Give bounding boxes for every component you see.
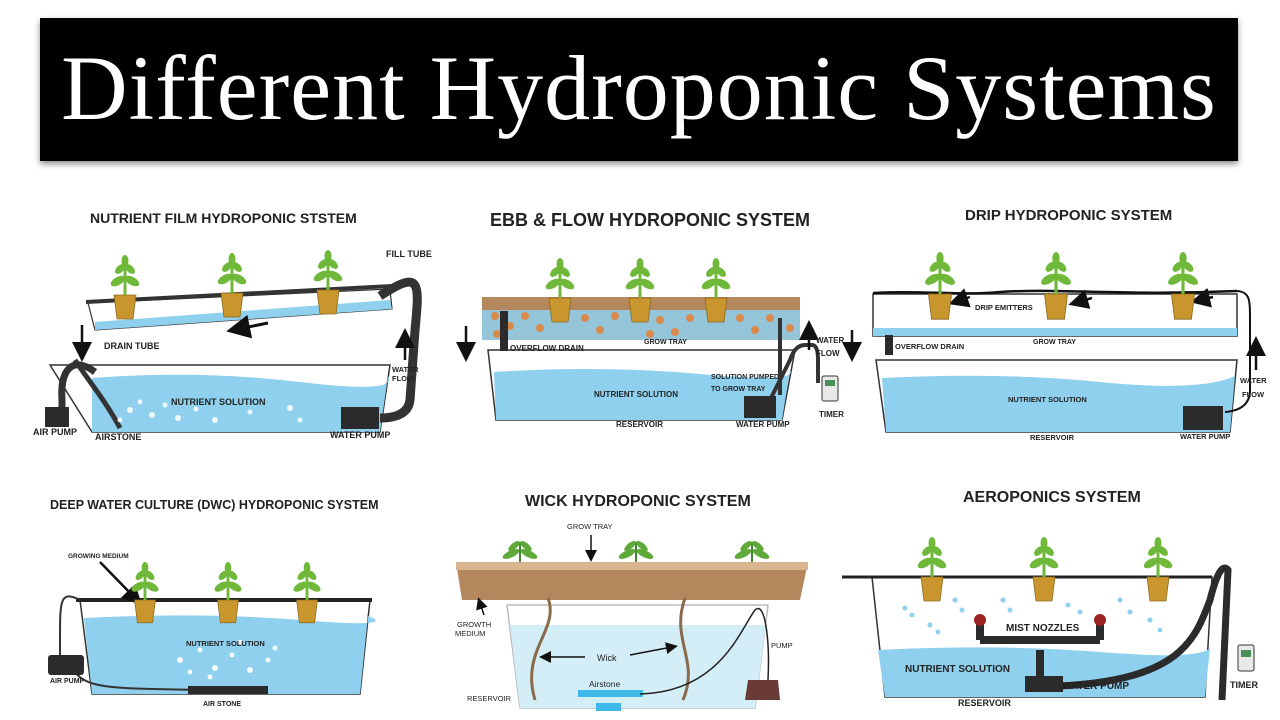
- wick-label-growth-medium-2: MEDIUM: [455, 629, 485, 638]
- plant-icon: [1168, 252, 1198, 320]
- ebb-title: EBB & FLOW HYDROPONIC SYSTEM: [490, 210, 811, 230]
- drip-label-grow-tray: GROW TRAY: [1033, 339, 1076, 346]
- drip-label-water-flow-1: WATER: [1240, 376, 1267, 385]
- ebb-diagram: [456, 297, 862, 421]
- wick-label-growth-medium-1: GROWTH: [457, 620, 491, 629]
- dwc-label-air-stone: AIR STONE: [203, 701, 241, 708]
- drip-label-reservoir: RESERVOIR: [1030, 433, 1075, 442]
- nft-label-nutrient-solution: NUTRIENT SOLUTION: [171, 397, 266, 407]
- title-banner: Different Hydroponic Systems: [40, 18, 1238, 161]
- wick-label-wick: Wick: [597, 653, 617, 663]
- plants-layer: [110, 250, 1198, 624]
- plant-icon: [214, 562, 242, 624]
- aero-label-nutrient-solution: NUTRIENT SOLUTION: [905, 664, 1010, 675]
- plant-icon: [701, 258, 731, 323]
- plant-icon: [625, 258, 655, 323]
- drip-title: DRIP HYDROPONIC SYSTEM: [965, 207, 1173, 224]
- ebb-label-overflow-drain: OVERFLOW DRAIN: [510, 344, 584, 353]
- nft-title: NUTRIENT FILM HYDROPONIC STSTEM: [90, 210, 357, 226]
- ebb-label-nutrient-solution: NUTRIENT SOLUTION: [594, 390, 678, 399]
- aero-diagram: [842, 564, 1255, 701]
- ebb-label-grow-tray: GROW TRAY: [644, 339, 687, 346]
- nft-label-water-pump: WATER PUMP: [330, 430, 390, 440]
- plant-icon: [1143, 537, 1173, 602]
- plant-icon: [734, 540, 770, 562]
- plant-icon: [293, 562, 321, 624]
- plant-icon: [131, 562, 159, 624]
- dwc-label-nutrient-solution: NUTRIENT SOLUTION: [186, 639, 265, 648]
- nft-label-drain-tube: DRAIN TUBE: [104, 341, 160, 351]
- page-title: Different Hydroponic Systems: [61, 37, 1217, 139]
- aero-label-reservoir: RESERVOIR: [958, 698, 1011, 708]
- plant-icon: [1041, 252, 1071, 320]
- ebb-label-solution-pumped-2: TO GROW TRAY: [711, 386, 766, 393]
- ebb-label-solution-pumped-1: SOLUTION PUMPED: [711, 374, 779, 381]
- plant-icon: [545, 258, 575, 323]
- drip-label-water-pump: WATER PUMP: [1180, 432, 1230, 441]
- drip-label-nutrient-solution: NUTRIENT SOLUTION: [1008, 395, 1087, 404]
- nft-label-water-flow-1: WATER: [392, 365, 419, 374]
- nft-label-fill-tube: FILL TUBE: [386, 249, 432, 259]
- plant-icon: [917, 537, 947, 602]
- drip-label-overflow-drain: OVERFLOW DRAIN: [895, 342, 964, 351]
- nft-label-airstone: AIRSTONE: [95, 432, 141, 442]
- wick-label-reservoir: RESERVOIR: [467, 694, 512, 703]
- drip-label-water-flow-2: FLOW: [1242, 390, 1265, 399]
- drip-label-drip-emitters: DRIP EMITTERS: [975, 303, 1033, 312]
- plant-icon: [217, 253, 247, 318]
- aero-label-timer: TIMER: [1230, 680, 1258, 690]
- wick-title: WICK HYDROPONIC SYSTEM: [525, 493, 751, 510]
- ebb-label-water-pump: WATER PUMP: [736, 420, 790, 429]
- wick-label-airstone: Airstone: [589, 679, 620, 689]
- aero-label-water-pump: WATER PUMP: [1062, 681, 1129, 692]
- plant-icon: [313, 250, 343, 315]
- ebb-label-water-flow-1: WATER: [816, 336, 845, 345]
- nft-label-air-pump: AIR PUMP: [33, 427, 77, 437]
- wick-label-pump: PUMP: [771, 641, 793, 650]
- dwc-title: DEEP WATER CULTURE (DWC) HYDROPONIC SYST…: [50, 498, 379, 512]
- plant-icon: [618, 540, 654, 562]
- wick-diagram: [456, 535, 808, 711]
- ebb-label-reservoir: RESERVOIR: [616, 420, 663, 429]
- ebb-label-water-flow-2: FLOW: [816, 349, 840, 358]
- aero-title: AEROPONICS SYSTEM: [963, 489, 1141, 506]
- dwc-label-growing-medium: GROWING MEDIUM: [68, 553, 129, 560]
- plant-icon: [1029, 537, 1059, 602]
- plant-icon: [110, 255, 140, 320]
- nft-diagram: [45, 277, 422, 433]
- labels-layer: FILL TUBE DRAIN TUBE WATER FLOW NUTRIENT…: [33, 249, 1267, 708]
- aero-label-mist-nozzles: MIST NOZZLES: [1006, 623, 1080, 634]
- dwc-label-air-pump: AIR PUMP: [50, 678, 85, 685]
- dwc-diagram: [48, 561, 376, 695]
- plant-icon: [925, 252, 955, 320]
- wick-label-grow-tray: GROW TRAY: [567, 522, 613, 531]
- nft-label-water-flow-2: FLOW: [392, 374, 415, 383]
- plant-icon: [502, 540, 538, 562]
- ebb-label-timer: TIMER: [819, 410, 844, 419]
